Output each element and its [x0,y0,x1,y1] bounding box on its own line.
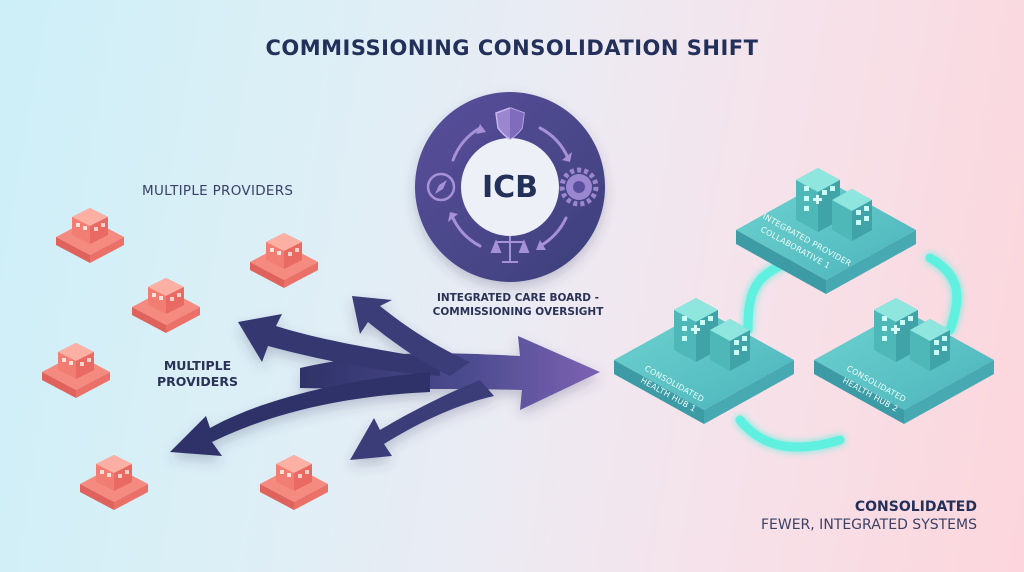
gear-icon [559,167,599,207]
provider-building-5 [80,455,148,510]
compass-icon [426,172,456,202]
converging-arrows-icon [170,296,600,460]
provider-building-2 [250,233,318,288]
consolidated-subtitle: FEWER, INTEGRATED SYSTEMS [760,517,977,533]
icb-caption-line-1: INTEGRATED CARE BOARD - [436,292,600,304]
hub-consolidated-health-hub-1: CONSOLIDATED HEALTH HUB 1 [614,298,794,424]
multiple-providers-label: MULTIPLE PROVIDERS [157,358,238,390]
consolidated-summary: CONSOLIDATED FEWER, INTEGRATED SYSTEMS [761,498,977,534]
hub-integrated-provider-collaborative-1: INTEGRATED PROVIDER COLLABORATIVE 1 [736,168,916,294]
multiple-providers-label-line-2: PROVIDERS [157,374,238,389]
provider-building-3 [132,278,200,333]
multiple-providers-heading: MULTIPLE PROVIDERS [142,183,294,199]
icb-caption-line-2: COMMISSIONING OVERSIGHT [432,306,604,318]
shield-icon [495,107,525,140]
icb-ring [415,92,605,282]
multiple-providers-label-line-1: MULTIPLE [163,358,232,373]
provider-building-6 [260,455,328,510]
icb-center-text: ICB [482,170,538,205]
icb-caption: INTEGRATED CARE BOARD - COMMISSIONING OV… [418,291,618,319]
scales-icon [490,236,530,263]
diagram-title: COMMISSIONING CONSOLIDATION SHIFT [265,36,759,60]
hub-consolidated-health-hub-2: CONSOLIDATED HEALTH HUB 2 [814,298,994,424]
provider-building-4 [42,343,110,398]
provider-building-1 [56,208,124,263]
consolidated-title: CONSOLIDATED [854,499,977,515]
